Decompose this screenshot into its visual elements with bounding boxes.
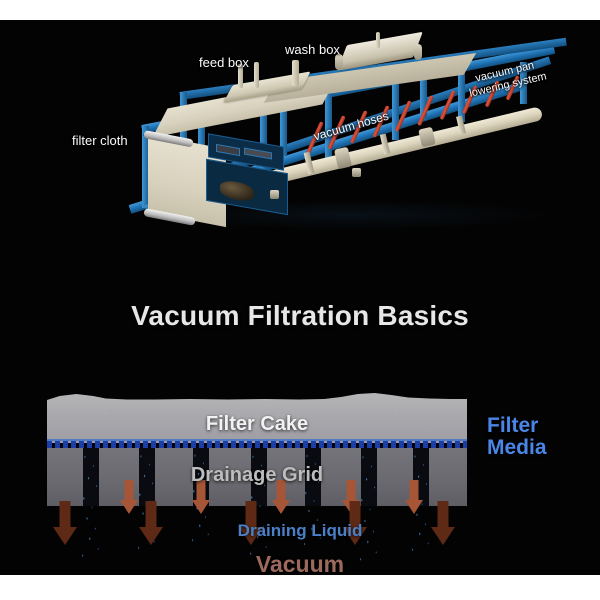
vacuum-arrow-upper-2: [192, 480, 210, 514]
filter-cake-label: Filter Cake: [205, 413, 309, 435]
vacuum-arrow-lower-1: [53, 501, 77, 545]
feed-box-pipe-3: [292, 60, 299, 86]
frame-leg-5: [392, 82, 399, 140]
page-title: Vacuum Filtration Basics: [131, 300, 469, 331]
frame-leg-4: [325, 92, 332, 158]
frame-leg-3: [260, 104, 267, 178]
vacuum-arrow-lower-5: [431, 501, 455, 545]
wash-box-end-cap-right: [414, 44, 422, 60]
filter-media-label-line1: Filter: [487, 414, 539, 437]
frame-leg-1: [142, 126, 149, 208]
grid-block-5: [267, 448, 305, 506]
vacuum-filtration-diagram: Filter Cake: [0, 375, 600, 575]
photo-label-filter-cloth: filter cloth: [72, 133, 128, 148]
valve-1: [270, 190, 279, 199]
frame-leg-7: [520, 62, 527, 104]
photo-label-feed-box: feed box: [199, 55, 249, 70]
grid-block-8: [429, 448, 467, 506]
vacuum-arrow-upper-1: [120, 480, 138, 514]
belt-filter-machine: [120, 30, 590, 240]
frame-leg-far-3: [420, 60, 427, 120]
vacuum-pan-flange-right: [418, 126, 436, 148]
frame-leg-far-2: [280, 78, 287, 156]
filter-cake-layer: Filter Cake: [47, 393, 467, 443]
frame-leg-6: [458, 72, 465, 122]
filter-media-dotted-line: [47, 441, 467, 448]
vacuum-arrow-lower-3: [239, 501, 263, 545]
vacuum-arrow-upper-3: [272, 480, 290, 514]
filter-cake-body: [47, 393, 467, 443]
feed-box-pipe-1: [238, 64, 243, 88]
black-canvas: filter cloth feed box wash box vacuum ho…: [0, 20, 600, 575]
draining-liquid-label: Draining Liquid: [237, 521, 363, 540]
grid-block-7: [377, 448, 413, 506]
wash-box-pipe: [376, 32, 380, 48]
filter-media-label-line2: Media: [487, 436, 547, 459]
grid-block-4: [209, 448, 251, 506]
grid-block-3: [155, 448, 193, 506]
vacuum-arrow-lower-2: [139, 501, 163, 545]
vacuum-label: Vacuum: [255, 551, 345, 575]
drainage-grid-label: Drainage Grid: [190, 464, 324, 486]
wash-box-end-cap-left: [335, 54, 343, 70]
belt-filter-photo: filter cloth feed box wash box vacuum ho…: [0, 20, 600, 250]
vacuum-arrow-upper-5: [405, 480, 423, 514]
feed-box-pipe-2: [254, 62, 259, 88]
photo-label-wash-box: wash box: [285, 42, 340, 57]
grid-block-1: [47, 448, 83, 506]
valve-2: [352, 168, 361, 177]
filter-media-underline: [47, 439, 467, 441]
vacuum-arrow-lower-4: [343, 501, 367, 545]
filter-media-label: Filter Media: [487, 415, 547, 459]
